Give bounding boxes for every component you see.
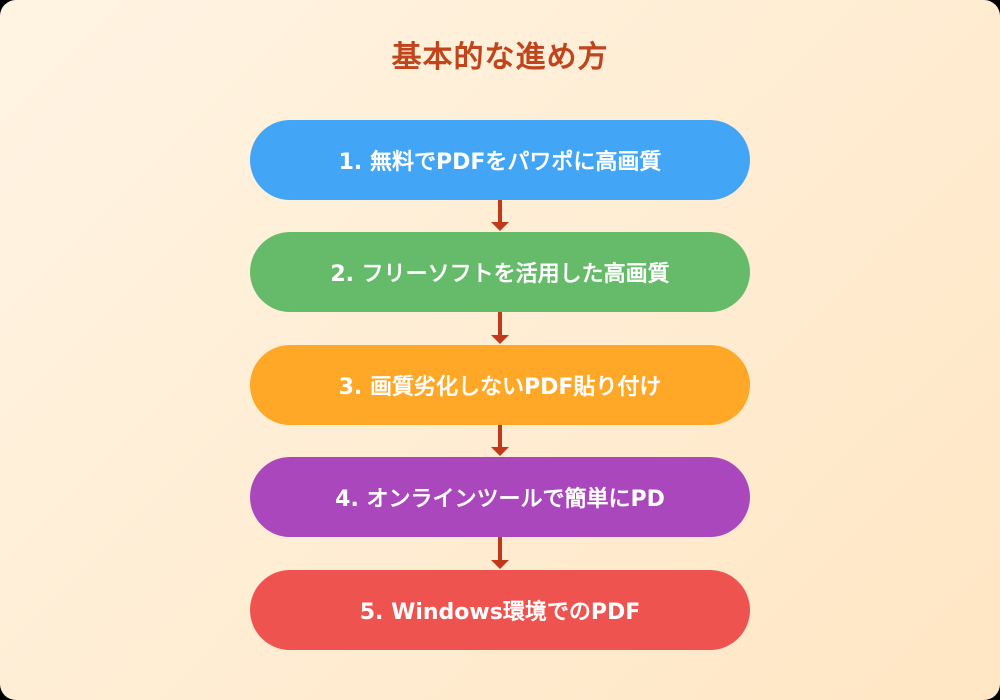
arrow-3-to-4 (491, 425, 509, 457)
step-5-label: 5. Windows環境でのPDF (359, 600, 641, 625)
arrow-down-icon (491, 222, 509, 231)
arrow-line (498, 312, 502, 337)
step-3-label: 3. 画質劣化しないPDF貼り付け (338, 375, 662, 400)
step-2: 2. フリーソフトを活用した高画質 (250, 232, 750, 312)
step-4: 4. オンラインツールで簡単にPD (250, 457, 750, 537)
step-4-label: 4. オンラインツールで簡単にPD (335, 487, 665, 512)
step-1: 1. 無料でPDFをパワポに高画質 (250, 120, 750, 200)
step-5: 5. Windows環境でのPDF (250, 570, 750, 650)
arrow-down-icon (491, 447, 509, 456)
arrow-2-to-3 (491, 312, 509, 345)
arrow-4-to-5 (491, 537, 509, 570)
diagram-title: 基本的な進め方 (391, 40, 609, 75)
arrow-line (498, 200, 502, 224)
arrow-1-to-2 (491, 200, 509, 232)
arrow-down-icon (491, 560, 509, 569)
arrow-line (498, 425, 502, 449)
arrow-down-icon (491, 335, 509, 344)
arrow-line (498, 537, 502, 562)
step-2-label: 2. フリーソフトを活用した高画質 (330, 262, 670, 287)
step-3: 3. 画質劣化しないPDF貼り付け (250, 345, 750, 425)
step-1-label: 1. 無料でPDFをパワポに高画質 (338, 150, 662, 175)
